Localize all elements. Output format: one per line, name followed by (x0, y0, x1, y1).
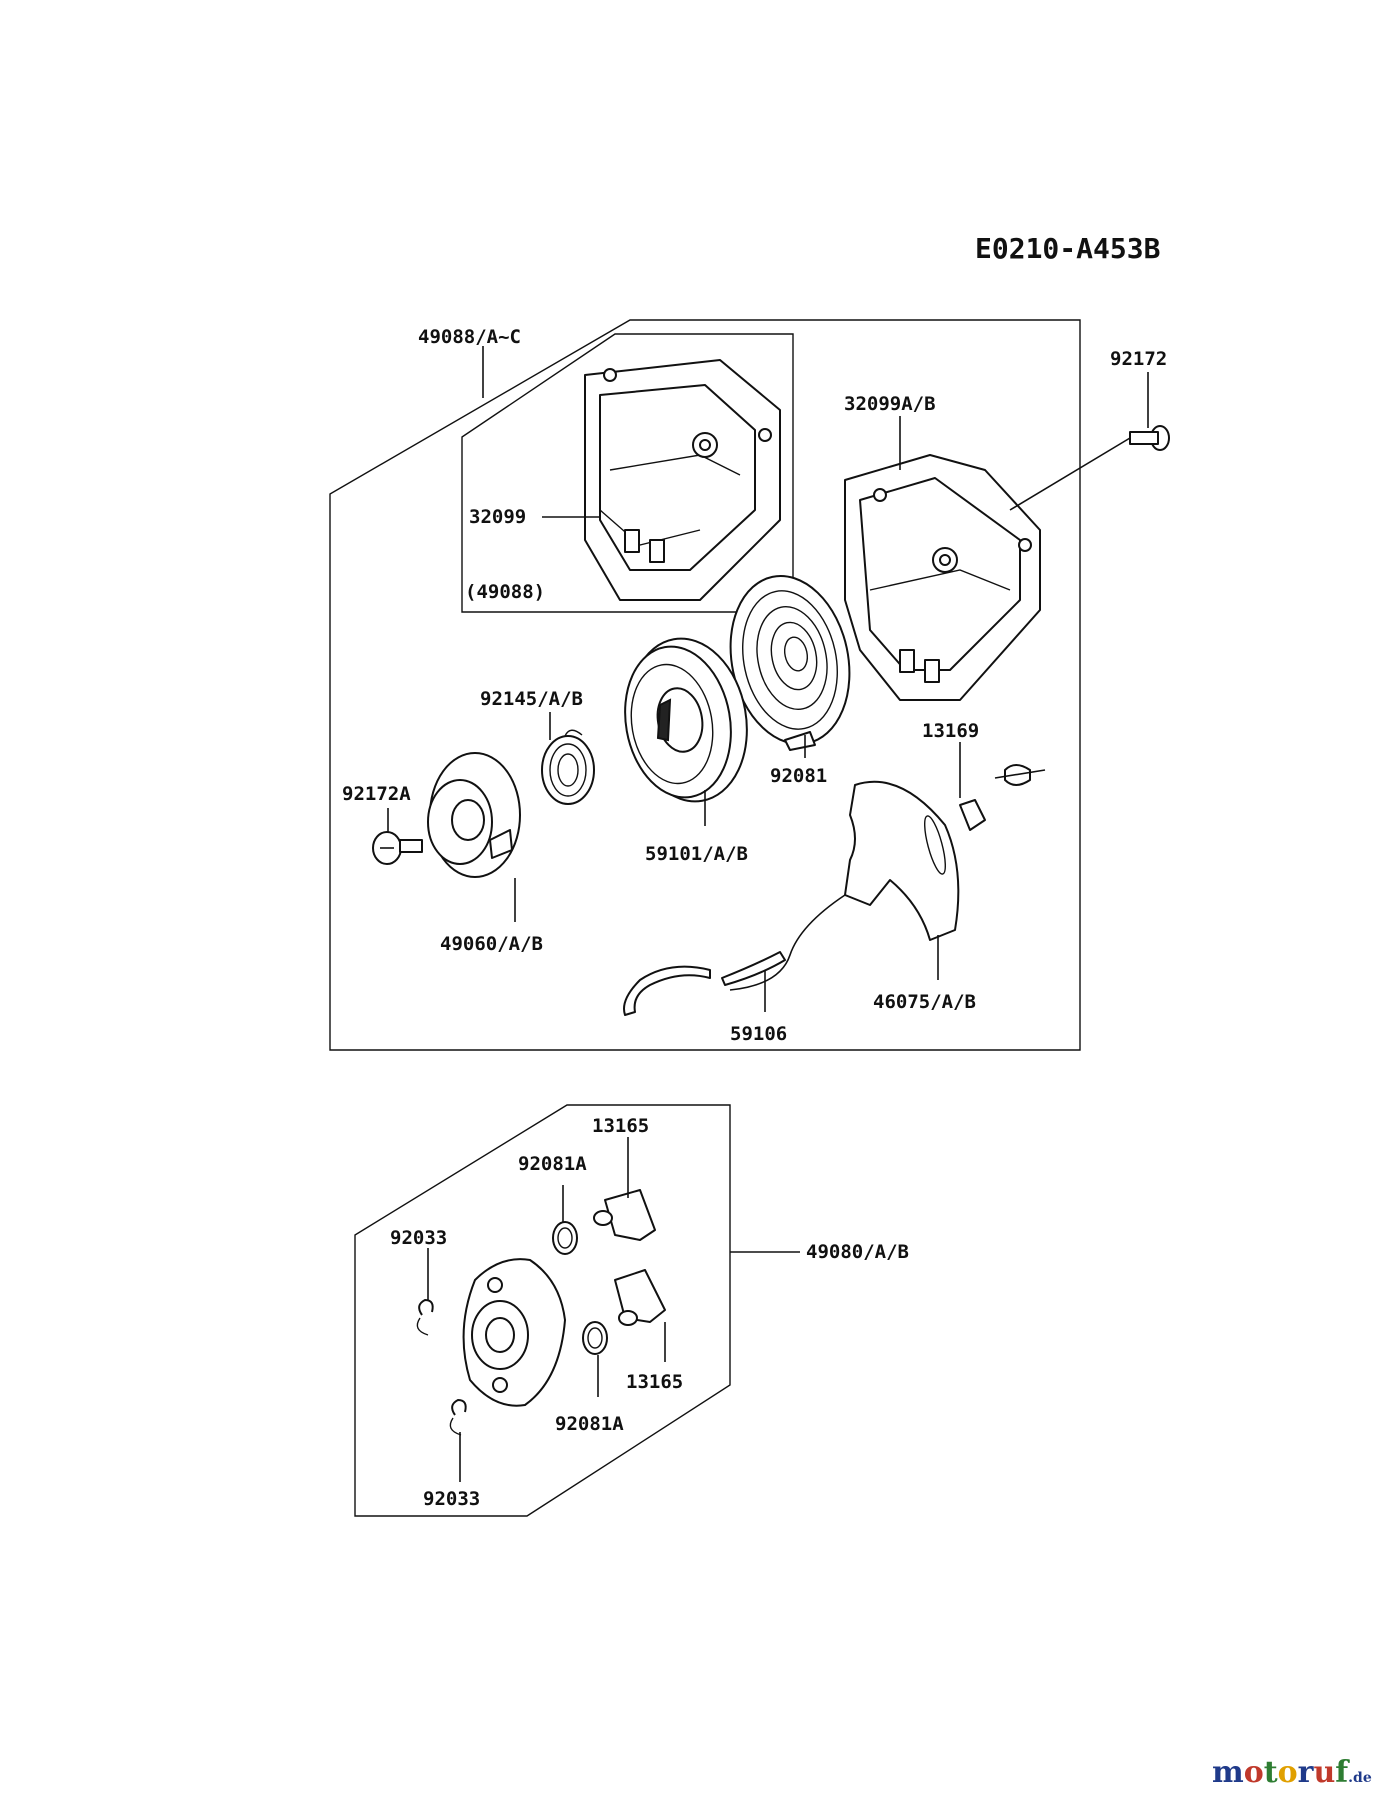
starter-housing-32099ab (844, 454, 1041, 701)
cap-49060 (427, 752, 521, 878)
pawl-13165-top (593, 1189, 656, 1241)
label-92172a: 92172A (342, 783, 411, 805)
label-49088-a-c: 49088/A~C (418, 326, 521, 348)
label-13165-bottom: 13165 (626, 1371, 683, 1393)
spring-92081a-top (552, 1221, 578, 1255)
upper-assembly-frame (329, 319, 1081, 1051)
label-59106: 59106 (730, 1023, 787, 1045)
pawl-13165-bottom (614, 1269, 666, 1326)
label-92033-top: 92033 (390, 1227, 447, 1249)
label-32099ab: 32099A/B (844, 393, 936, 415)
label-59101: 59101/A/B (645, 843, 748, 865)
screw-92172 (1009, 425, 1170, 511)
screw-92172a (372, 831, 423, 865)
ratchet-plate-49080 (462, 1258, 566, 1407)
label-46075: 46075/A/B (873, 991, 976, 1013)
label-92081: 92081 (770, 765, 827, 787)
label-92145: 92145/A/B (480, 688, 583, 710)
pulley-59101 (624, 637, 748, 803)
watermark-logo: motoruf.de (1212, 1755, 1372, 1790)
label-92033-bottom: 92033 (423, 1488, 480, 1510)
svg-text:motoruf.de: motoruf.de (1212, 1755, 1372, 1790)
starter-rope-59106 (623, 894, 846, 1016)
label-13165-top: 13165 (592, 1115, 649, 1137)
starter-grip-46075 (844, 780, 960, 941)
e-clip-92033-bottom (449, 1399, 467, 1436)
label-92081a-bottom: 92081A (555, 1413, 624, 1435)
label-49060: 49060/A/B (440, 933, 543, 955)
part-13169 (959, 764, 1046, 831)
lower-assembly-frame (354, 1104, 731, 1517)
label-92081a-top: 92081A (518, 1153, 587, 1175)
spring-92081a-bottom (582, 1321, 608, 1355)
spring-92145 (541, 729, 595, 805)
recoil-spring-92081 (729, 574, 851, 751)
label-32099: 32099 (469, 506, 526, 528)
label-49080: 49080/A/B (806, 1241, 909, 1263)
e-clip-92033-top (416, 1299, 434, 1336)
label-92172: 92172 (1110, 348, 1167, 370)
starter-housing-32099 (584, 359, 781, 601)
label-49088: (49088) (465, 581, 545, 603)
diagram-code: E0210-A453B (975, 232, 1160, 265)
housing-subassembly-frame (461, 333, 794, 613)
label-13169: 13169 (922, 720, 979, 742)
